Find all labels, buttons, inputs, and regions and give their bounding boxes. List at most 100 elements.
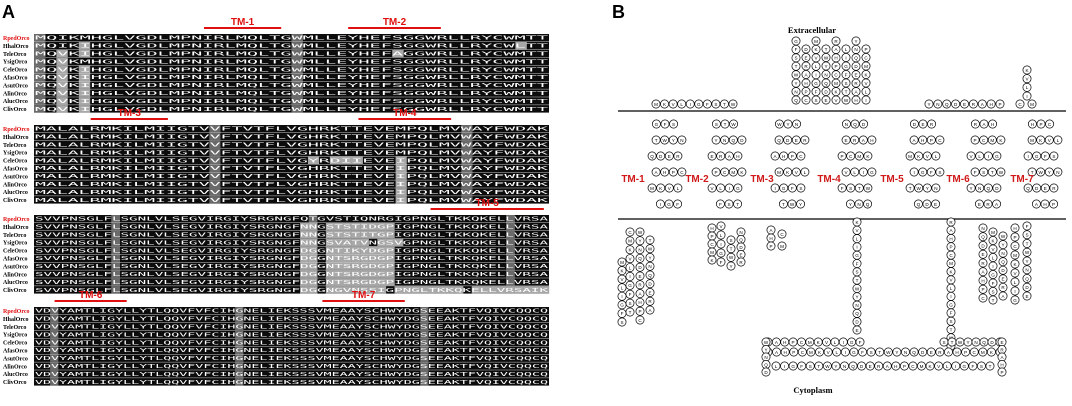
svg-text:W: W <box>648 247 653 252</box>
variable-site <box>343 238 352 247</box>
residue: L <box>946 283 956 293</box>
residue: D <box>737 135 747 145</box>
variable-site <box>394 238 404 247</box>
species-name: AfasOrco <box>3 76 28 82</box>
svg-text:L: L <box>1026 85 1029 90</box>
residue: D <box>761 367 771 377</box>
residue: Y <box>668 135 678 145</box>
svg-text:G: G <box>628 283 632 288</box>
svg-text:S: S <box>799 186 802 191</box>
svg-text:V: V <box>672 102 676 107</box>
svg-text:V: V <box>949 278 953 283</box>
residue: G <box>788 361 798 371</box>
svg-text:R: R <box>877 364 881 369</box>
svg-text:Q: Q <box>981 235 985 240</box>
svg-text:N: N <box>739 230 742 235</box>
svg-text:L: L <box>835 350 838 355</box>
svg-text:W: W <box>999 170 1004 175</box>
residue: M <box>805 337 815 347</box>
svg-text:V: V <box>937 364 941 369</box>
variable-site <box>34 97 46 105</box>
variable-site <box>325 278 335 286</box>
svg-text:K: K <box>814 47 818 52</box>
svg-text:I: I <box>913 170 914 175</box>
residue: I <box>946 291 956 301</box>
variable-site <box>300 238 309 247</box>
variable-site <box>34 65 46 74</box>
variable-site <box>291 105 303 113</box>
variable-site <box>291 57 303 66</box>
residue: A <box>998 291 1008 301</box>
svg-text:Q: Q <box>982 340 986 345</box>
svg-text:P: P <box>791 154 794 159</box>
svg-text:F: F <box>720 260 723 265</box>
residue: N <box>736 227 746 237</box>
svg-text:W: W <box>824 55 829 60</box>
svg-text:S: S <box>715 122 718 127</box>
residue: E <box>852 325 862 335</box>
residue: Q <box>647 151 657 161</box>
residue: F <box>787 183 797 193</box>
variable-site <box>506 215 515 223</box>
residue: C <box>777 229 787 239</box>
residue: E <box>821 95 831 105</box>
sequence-text: MQVKIHGLVGDLMPNIRLMQLTGWMLLEYHEFAGGWRLLR… <box>35 52 548 58</box>
residue: A <box>770 151 780 161</box>
residue: Y <box>831 361 841 371</box>
tm-bar-label: TM-3 <box>118 108 142 119</box>
svg-text:W: W <box>958 340 963 345</box>
svg-text:F: F <box>676 202 679 207</box>
variable-site <box>235 314 244 323</box>
variable-site <box>360 222 369 231</box>
residue: E <box>997 337 1007 347</box>
residue: D <box>1022 282 1032 292</box>
residue: W <box>1022 247 1032 257</box>
residue: S <box>625 298 635 308</box>
residue: W <box>728 99 738 109</box>
variable-site <box>209 196 221 204</box>
variable-site <box>351 254 361 262</box>
svg-text:E: E <box>978 202 981 207</box>
residue: P <box>961 347 971 357</box>
residue: M <box>625 236 635 246</box>
variable-site <box>461 156 473 165</box>
variable-site <box>50 307 59 315</box>
svg-text:M: M <box>834 81 838 86</box>
residue: P <box>1036 119 1046 129</box>
residue: P <box>635 306 645 316</box>
svg-text:N: N <box>648 264 651 269</box>
residue: F <box>841 70 851 79</box>
sequence-text: SVVPNSGLFLSGNLVLSEGVIRGIYSRGNGFNNGSTSTID… <box>35 225 550 231</box>
variable-site <box>325 222 335 231</box>
variable-site <box>209 172 221 180</box>
residue: H <box>997 360 1007 369</box>
svg-text:I: I <box>774 186 775 191</box>
residue: M <box>707 247 717 257</box>
species-name: YsigOrco <box>3 60 27 66</box>
variable-site <box>291 89 303 97</box>
residue: W <box>791 70 801 80</box>
residue: R <box>801 61 811 71</box>
variable-site <box>235 346 244 354</box>
svg-text:W: W <box>844 98 849 103</box>
svg-text:D: D <box>739 245 743 250</box>
variable-site <box>351 270 361 278</box>
svg-text:N: N <box>934 186 937 191</box>
sequence-row <box>34 222 549 231</box>
residue: K <box>988 236 998 245</box>
residue: Y <box>1022 256 1032 266</box>
svg-text:Q: Q <box>638 256 642 261</box>
svg-text:Q: Q <box>1026 186 1030 191</box>
variable-site <box>78 97 91 105</box>
tm-bar-label: TM-1 <box>231 17 255 28</box>
svg-text:G: G <box>995 154 999 159</box>
residue: T <box>625 307 635 317</box>
variable-site <box>235 362 244 370</box>
svg-text:R: R <box>648 299 652 304</box>
svg-text:Q: Q <box>648 273 652 278</box>
svg-text:Q: Q <box>855 311 859 316</box>
svg-text:Q: Q <box>987 186 991 191</box>
residue: F <box>946 308 956 318</box>
svg-text:N: N <box>974 340 977 345</box>
svg-text:G: G <box>963 364 967 369</box>
